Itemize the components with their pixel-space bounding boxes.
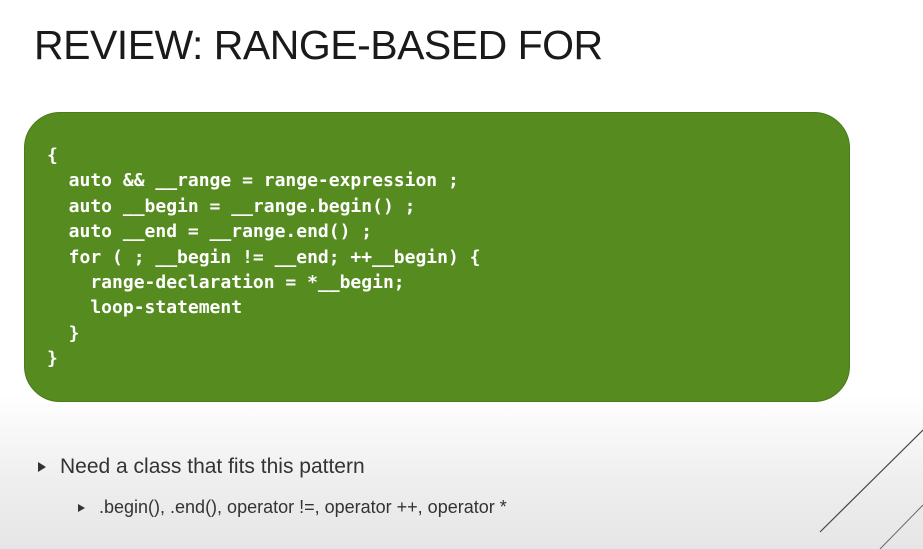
code-line: for ( ; __begin != __end; ++__begin) { [47, 246, 481, 268]
code-line: loop-statement [47, 297, 243, 319]
code-line: range-declaration = *__begin; [47, 271, 405, 293]
slide-title: REVIEW: RANGE-BASED FOR [34, 22, 603, 68]
code-box: { auto && __range = range-expression ; a… [24, 112, 850, 402]
bullet-text: Need a class that fits this pattern [60, 455, 365, 478]
code-line: { [47, 145, 58, 166]
triangle-bullet-icon [38, 462, 46, 472]
code-line: auto __end = __range.end() ; [47, 221, 373, 243]
decorative-line [819, 429, 923, 533]
code-line: } [47, 348, 58, 370]
code-line: auto __begin = __range.begin() ; [47, 195, 416, 217]
decorative-line [879, 504, 923, 549]
bullet-text: .begin(), .end(), operator !=, operator … [99, 497, 507, 517]
bullet-item-level1: Need a class that fits this pattern [38, 455, 365, 479]
triangle-bullet-icon [78, 503, 85, 512]
bullet-item-level2: .begin(), .end(), operator !=, operator … [78, 497, 507, 518]
code-line: auto && __range = range-expression ; [47, 170, 459, 192]
code-line: } [47, 322, 80, 344]
code-block: { auto && __range = range-expression ; a… [47, 143, 480, 372]
